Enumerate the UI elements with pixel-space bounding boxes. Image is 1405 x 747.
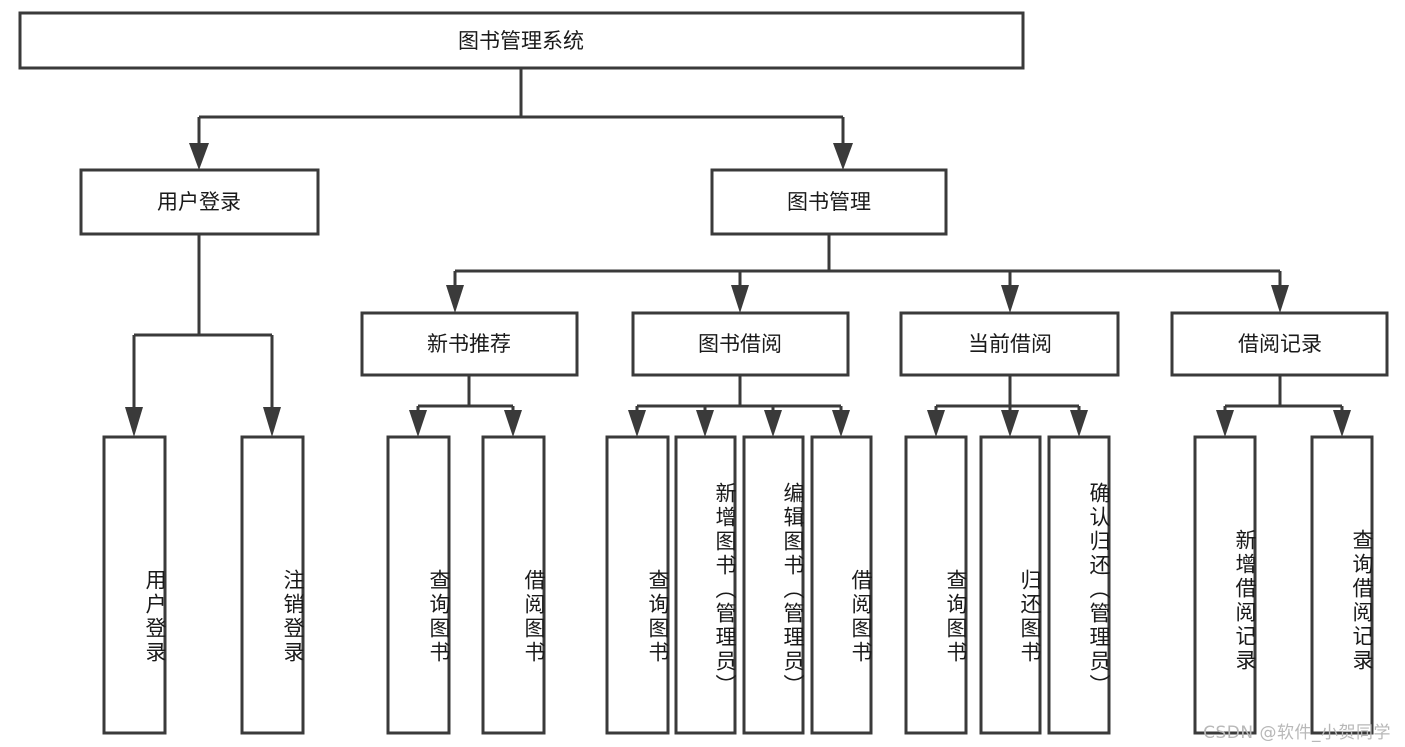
- arrowhead-bookborrow-2: [696, 410, 714, 437]
- node-book-management-box[interactable]: [710, 168, 948, 236]
- leaf-current-borrow-1-box[interactable]: [904, 435, 968, 735]
- node-root-label: 图书管理系统: [458, 29, 584, 53]
- connector-group-bookborrow-to-leaves: [628, 375, 850, 437]
- leaf-new-book-2-box[interactable]: [481, 435, 546, 735]
- node-current-borrow-box[interactable]: [899, 311, 1120, 377]
- node-user-login-label: 用户登录: [157, 190, 241, 214]
- node-book-borrow-box[interactable]: [631, 311, 850, 377]
- leaf-book-borrow-3-box[interactable]: [742, 435, 805, 735]
- arrowhead-newbook-2: [504, 410, 522, 437]
- leaf-borrow-record-2-box[interactable]: [1310, 435, 1374, 735]
- arrowhead-bookborrow-3: [764, 410, 782, 437]
- leaf-book-borrow-1-box[interactable]: [605, 435, 670, 735]
- arrowhead-userlogin-1: [125, 407, 143, 437]
- leaf-user-login-1-box[interactable]: [102, 435, 167, 735]
- node-borrow-record-label: 借阅记录: [1238, 332, 1322, 356]
- node-borrow-record-box[interactable]: [1170, 311, 1389, 377]
- node-book-borrow-label: 图书借阅: [698, 332, 782, 356]
- arrowhead-borrowrecord-2: [1333, 410, 1351, 437]
- arrowhead-currentborrow-2: [1001, 410, 1019, 437]
- arrowhead-bookborrow-1: [628, 410, 646, 437]
- arrowhead-userlogin-2: [263, 407, 281, 437]
- arrowhead-bookmgmt-2: [731, 285, 749, 313]
- leaf-current-borrow-2-box[interactable]: [979, 435, 1042, 735]
- arrowhead-newbook-1: [409, 410, 427, 437]
- leaf-book-borrow-2-box[interactable]: [674, 435, 737, 735]
- connector-group-currentborrow-to-leaves: [927, 375, 1088, 437]
- arrowhead-currentborrow-1: [927, 410, 945, 437]
- node-new-book-recommend-label: 新书推荐: [427, 332, 511, 356]
- connector-group-bookmgmt-to-level3: [446, 234, 1289, 313]
- arrowhead-bookmgmt-3: [1001, 285, 1019, 313]
- arrowhead-root-2: [833, 143, 853, 170]
- leaf-user-login-2-box[interactable]: [240, 435, 305, 735]
- arrowhead-bookborrow-4: [832, 410, 850, 437]
- node-current-borrow-label: 当前借阅: [968, 332, 1052, 356]
- arrowhead-bookmgmt-4: [1271, 285, 1289, 313]
- node-book-management-label: 图书管理: [787, 190, 871, 214]
- arrowhead-borrowrecord-1: [1216, 410, 1234, 437]
- connector-group-root-to-level2: [189, 68, 853, 170]
- connector-group-userlogin-to-leaves: [125, 234, 281, 437]
- arrowhead-currentborrow-3: [1070, 410, 1088, 437]
- node-root-box[interactable]: [18, 11, 1025, 70]
- connector-group-borrowrecord-to-leaves: [1216, 375, 1351, 437]
- leaf-new-book-1-box[interactable]: [386, 435, 451, 735]
- connector-group-newbook-to-leaves: [409, 375, 522, 437]
- node-new-book-recommend-box[interactable]: [360, 311, 579, 377]
- leaf-book-borrow-4-box[interactable]: [810, 435, 873, 735]
- leaf-borrow-record-1-box[interactable]: [1193, 435, 1257, 735]
- arrowhead-root-1: [189, 143, 209, 170]
- csdn-watermark: CSDN @软件_小贺同学: [1203, 723, 1391, 743]
- node-user-login-box[interactable]: [79, 168, 320, 236]
- arrowhead-bookmgmt-1: [446, 285, 464, 313]
- leaf-current-borrow-3-box[interactable]: [1047, 435, 1111, 735]
